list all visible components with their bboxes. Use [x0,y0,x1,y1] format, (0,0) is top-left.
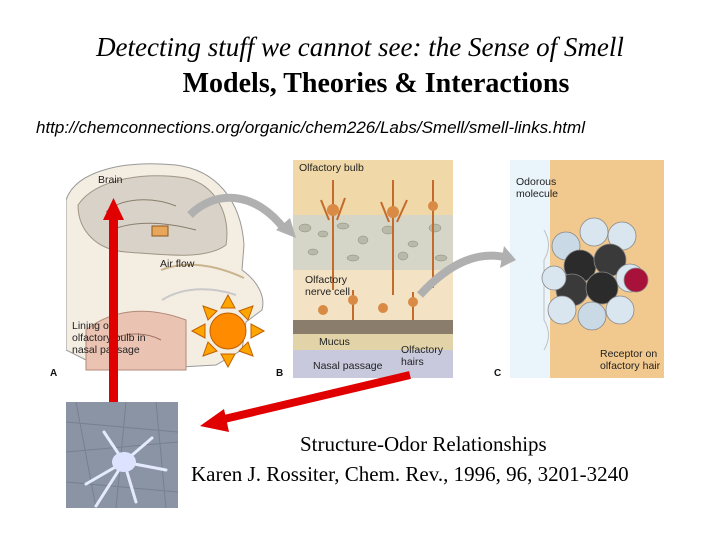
gray-arrow-head-b-to-c [500,246,516,268]
red-vertical-arrow-head [103,198,124,220]
brain-label: Brain [98,174,123,186]
odorous-molecule-label-line1: Odorous [516,176,557,188]
gray-arrow-b-to-c [417,251,510,298]
odorous-molecule-label-line2: molecule [516,188,559,200]
slide-subtitle: Models, Theories & Interactions [182,68,570,99]
panel-b-letter: B [276,368,284,379]
olfactory-hairs-label-line2: hairs [401,356,424,368]
panel-c-receptor-diagram: Odorous molecule Receptor on olfactory h… [510,160,664,378]
receptor-label-line1: Receptor on [600,348,658,360]
slide-title: Detecting stuff we cannot see: the Sense… [96,32,624,62]
lining-label-line3: nasal passage [72,344,140,356]
nerve-cell-label-line1: Olfactory [305,274,348,286]
red-diagonal-arrow-head [200,409,229,432]
gray-arrow-a-to-b [187,193,289,233]
panel-a-letter-outer: A [50,368,58,379]
olfactory-hairs-label-line1: Olfactory [401,344,444,356]
lining-label-line2: olfactory bulb in [72,332,146,344]
panel-c-letter: C [494,368,502,379]
mucus-label: Mucus [319,336,350,348]
air-flow-label: Air flow [160,258,195,270]
reference-url: http://chemconnections.org/organic/chem2… [36,118,585,137]
neuron-photo [66,402,178,508]
reference-title: Structure-Odor Relationships [300,432,547,456]
panel-b-epithelium-diagram: Olfactory bulb Olfactory nerve cell Mucu… [293,160,453,378]
nasal-passage-label: Nasal passage [313,360,383,372]
receptor-molecule-illustration [510,160,664,378]
receptor-label-line2: olfactory hair [600,360,661,372]
red-diagonal-arrow-shaft [219,371,411,424]
sun-icon [190,293,266,369]
gray-arrow-head-a-to-b [276,218,296,238]
epithelium-illustration [293,160,453,378]
red-vertical-arrow-shaft [109,218,118,402]
lining-label-line1: Lining of [72,320,112,332]
neuron-illustration [66,402,178,508]
reference-citation: Karen J. Rossiter, Chem. Rev., 1996, 96,… [191,462,629,486]
nerve-cell-label-line2: nerve cell [305,286,350,298]
olfactory-bulb-label: Olfactory bulb [299,162,364,174]
